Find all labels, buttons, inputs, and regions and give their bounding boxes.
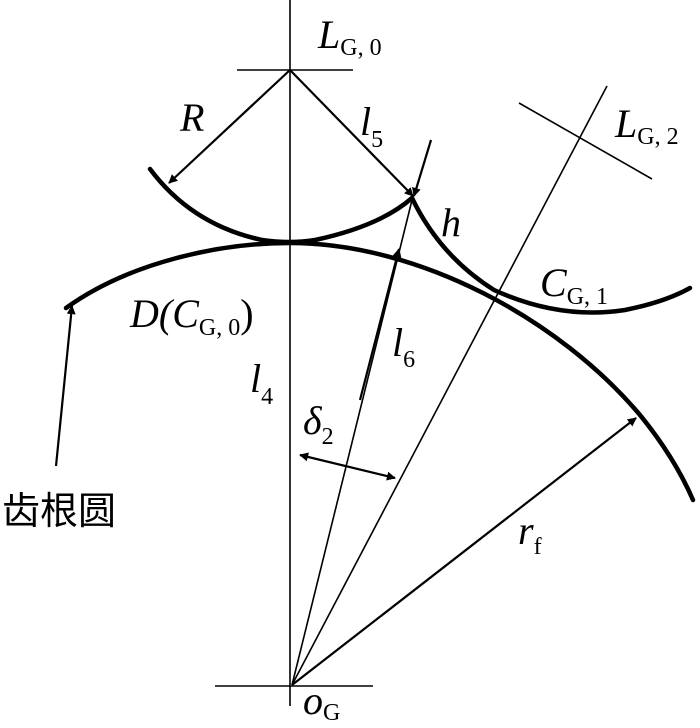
label-rf: rf	[518, 508, 542, 560]
label-root-circle: 齿根圆	[2, 489, 116, 533]
line-l6	[291, 195, 414, 686]
label-h: h	[441, 200, 461, 245]
line-to-LG2	[291, 85, 608, 686]
fillet-arc-R	[147, 166, 415, 245]
label-l4: l4	[250, 356, 273, 410]
label-D-CG0: D(CG, 0)	[129, 291, 254, 341]
label-CG1: CG, 1	[540, 260, 608, 310]
root-circle-arc	[63, 240, 696, 503]
arrow-l5	[289, 69, 414, 197]
label-oG: oG	[303, 678, 340, 726]
arrow-l6	[358, 248, 402, 401]
arrow-root-circle	[54, 305, 76, 467]
label-LG0: LG, 0	[317, 12, 382, 61]
label-R: R	[179, 95, 204, 140]
arrow-delta2	[299, 452, 396, 481]
label-delta2: δ2	[303, 398, 334, 450]
label-l6: l6	[392, 320, 415, 373]
label-l5: l5	[360, 99, 383, 153]
arrow-rf	[291, 417, 637, 686]
label-LG2: LG, 2	[614, 101, 679, 150]
arrow-h	[412, 139, 433, 197]
arrow-R	[168, 69, 291, 184]
tick-LG2	[518, 102, 653, 180]
curve-CG1	[409, 195, 693, 315]
